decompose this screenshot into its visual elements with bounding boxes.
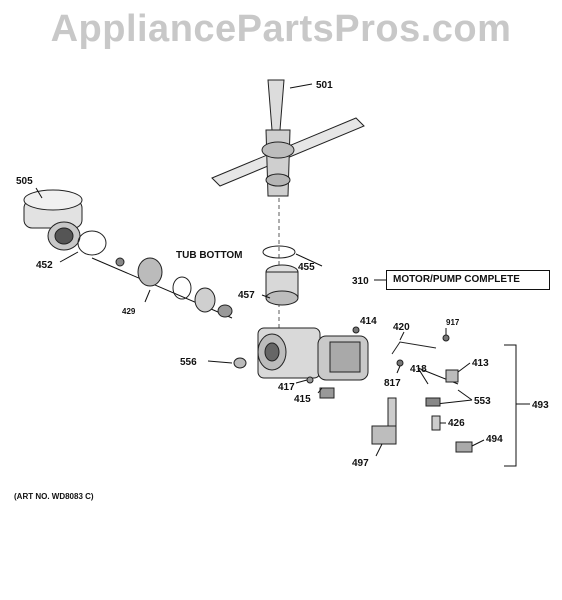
caption-tub-bottom: TUB BOTTOM (176, 250, 242, 261)
tub-bottom-ring (262, 245, 296, 259)
callout-817: 817 (384, 378, 401, 389)
filter-housing (23, 187, 83, 251)
callout-501: 501 (316, 80, 333, 91)
callout-417: 417 (278, 382, 295, 393)
callout-429: 429 (122, 307, 136, 316)
callout-494: 494 (486, 434, 503, 445)
impeller-parts (115, 257, 233, 318)
callout-457: 457 (238, 290, 255, 301)
watermark: AppliancePartsPros.com (50, 8, 512, 50)
solenoid-bracket (371, 397, 397, 457)
callout-413: 413 (472, 358, 489, 369)
sensor-426 (431, 415, 441, 431)
callout-917: 917 (446, 318, 460, 327)
clamp (59, 230, 107, 263)
callout-553: 553 (474, 396, 491, 407)
callout-505: 505 (16, 176, 33, 187)
screw-917 (442, 334, 450, 342)
callout-415: 415 (294, 394, 311, 405)
hose-connector (261, 264, 299, 306)
spray-arm (211, 79, 365, 197)
callout-310: 310 (352, 276, 369, 287)
art-number: (ART NO. WD8083 C) (14, 492, 94, 501)
motor-pump-assembly (257, 327, 369, 399)
callout-455: 455 (298, 262, 315, 273)
bracket-420 (391, 341, 437, 355)
callout-556: 556 (180, 357, 197, 368)
harness-494 (455, 441, 473, 453)
bracket-493 (504, 344, 517, 467)
plug-556 (233, 357, 247, 369)
callout-418: 418 (410, 364, 427, 375)
callout-426: 426 (448, 418, 465, 429)
callout-414: 414 (360, 316, 377, 327)
callout-452: 452 (36, 260, 53, 271)
callout-420: 420 (393, 322, 410, 333)
callout-497: 497 (352, 458, 369, 469)
screw-414 (352, 326, 360, 334)
motor-pump-complete-label: MOTOR/PUMP COMPLETE (386, 270, 550, 290)
callout-493: 493 (532, 400, 549, 411)
